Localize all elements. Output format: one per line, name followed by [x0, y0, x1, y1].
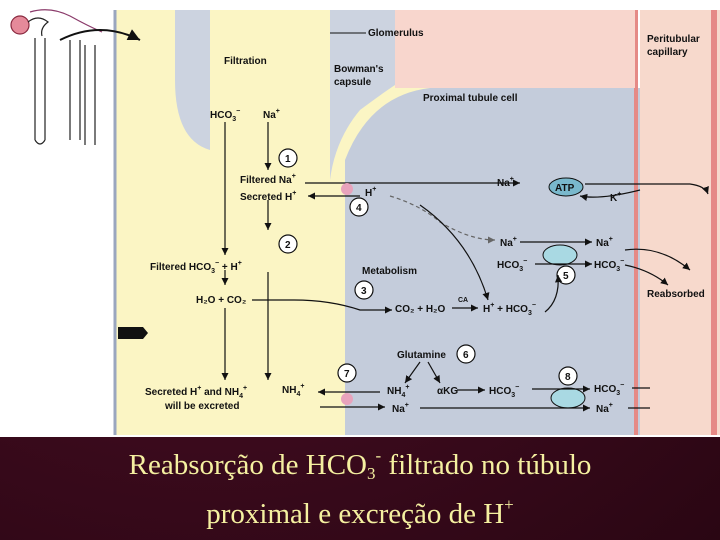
- label-nh4-lumen: NH4+: [282, 383, 304, 398]
- step-badge-1: 1: [278, 148, 298, 168]
- na-h-exchanger: [341, 183, 353, 195]
- svg-text:1: 1: [285, 154, 291, 165]
- label-filtered-na: Filtered Na+: [240, 173, 296, 186]
- svg-text:7: 7: [344, 369, 350, 380]
- label-bowmans-1: Bowman's: [334, 64, 384, 75]
- label-na-cell-2: Na+: [500, 236, 517, 249]
- label-na-cap-1: Na+: [596, 236, 613, 249]
- label-reabsorbed: Reabsorbed: [647, 289, 705, 300]
- step-badge-6: 6: [456, 344, 476, 364]
- label-secreted-h: Secreted H+: [240, 190, 296, 203]
- caption-line-2: proximal e excreção de H+: [206, 495, 514, 530]
- label-co2-h2o: CO₂ + H₂O: [395, 304, 446, 315]
- na-hco3-cotransporter: [542, 244, 578, 266]
- step-badge-7: 7: [337, 363, 357, 383]
- label-secreted-h-nh4: Secreted H+ and NH4+: [145, 385, 247, 400]
- capsule-wall-left: [175, 10, 210, 150]
- label-na-top: Na+: [263, 108, 280, 121]
- svg-text:3: 3: [361, 286, 367, 297]
- label-nh4-cell: NH4+: [387, 384, 409, 399]
- step-badge-4: 4: [349, 197, 369, 217]
- capsule-wall-right: [330, 10, 395, 180]
- label-hco3-top: HCO3−: [210, 108, 240, 123]
- label-h2o-co2: H₂O + CO₂: [196, 295, 246, 306]
- svg-text:5: 5: [563, 271, 569, 282]
- label-hco3-cap-2: HCO3−: [594, 382, 624, 397]
- label-glutamine: Glutamine: [397, 350, 446, 361]
- nh4-na-exchanger: [341, 393, 353, 405]
- nephron-diagram: Glomerulus Filtration Bowman's capsule P…: [0, 0, 720, 437]
- label-atp: ATP: [555, 183, 575, 194]
- label-glomerulus: Glomerulus: [368, 28, 424, 39]
- peritubular-capillary: [640, 10, 720, 435]
- nephron-sketch: [10, 9, 103, 145]
- label-na-cell-1: Na+: [497, 176, 514, 189]
- label-hco3-cap-1: HCO3−: [594, 258, 624, 273]
- label-filtration: Filtration: [224, 56, 267, 67]
- label-peritubular-2: capillary: [647, 47, 688, 58]
- diagram-svg: Glomerulus Filtration Bowman's capsule P…: [10, 9, 720, 435]
- label-peritubular-1: Peritubular: [647, 34, 700, 45]
- svg-text:4: 4: [356, 203, 362, 214]
- label-na-cap-2: Na+: [596, 402, 613, 415]
- svg-text:8: 8: [565, 372, 571, 383]
- na-hco3-cotransporter-2: [550, 387, 586, 409]
- label-h-cell: H+: [365, 186, 376, 199]
- label-h-hco3: H+ + HCO3−: [483, 302, 536, 317]
- step-badge-2: 2: [278, 234, 298, 254]
- label-k: K+: [610, 191, 621, 204]
- label-hco3-cell: HCO3−: [497, 258, 527, 273]
- proximal-tubule-cell: [345, 88, 640, 435]
- label-ca: CA: [458, 297, 468, 304]
- label-proximal-tubule-cell: Proximal tubule cell: [423, 93, 518, 104]
- label-filtered-hco3: Filtered HCO3− + H+: [150, 260, 242, 275]
- label-will-be-excreted: will be excreted: [164, 401, 239, 412]
- label-metabolism: Metabolism: [362, 266, 417, 277]
- svg-text:6: 6: [463, 350, 469, 361]
- step-badge-5: 5: [556, 265, 576, 285]
- slide-caption: Reabsorção de HCO3- filtrado no túbulo p…: [0, 445, 720, 534]
- step-badge-8: 8: [558, 366, 578, 386]
- step-badge-3: 3: [354, 280, 374, 300]
- label-hco3-cell-2: HCO3−: [489, 384, 519, 399]
- caption-line-1: Reabsorção de HCO3- filtrado no túbulo: [128, 446, 592, 483]
- svg-text:2: 2: [285, 240, 291, 251]
- label-bowmans-2: capsule: [334, 77, 372, 88]
- label-akg: αKG: [437, 386, 458, 397]
- label-na-cell-3: Na+: [392, 402, 409, 415]
- atp-pump: [548, 177, 584, 197]
